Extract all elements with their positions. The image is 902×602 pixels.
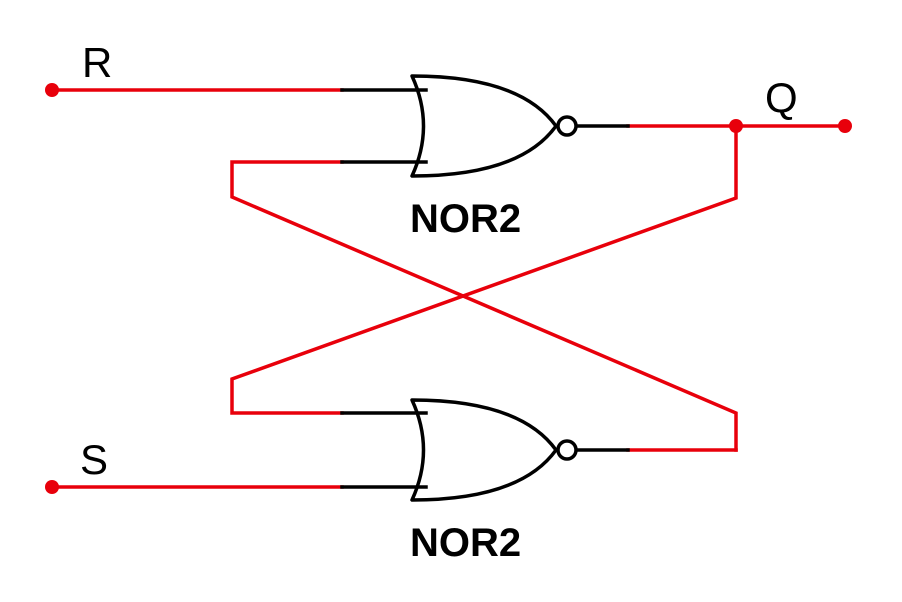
gate-top-inversion-bubble bbox=[556, 115, 578, 137]
terminal-s-label: S bbox=[80, 436, 108, 483]
nor-gate-top[interactable] bbox=[340, 74, 630, 178]
terminal-q-dot[interactable] bbox=[838, 119, 852, 133]
gate-bottom-inversion-bubble bbox=[556, 439, 578, 461]
terminal-r-label: R bbox=[82, 39, 112, 86]
gate-bottom-body bbox=[410, 398, 558, 502]
terminal-s-dot[interactable] bbox=[45, 480, 59, 494]
terminal-q-label: Q bbox=[765, 74, 798, 121]
junction-q-dot bbox=[729, 119, 743, 133]
wire-feedback-to-top-gate bbox=[230, 160, 738, 452]
terminal-r-dot[interactable] bbox=[45, 83, 59, 97]
gate-top-label: NOR2 bbox=[410, 197, 521, 241]
nor-gate-bottom[interactable] bbox=[340, 398, 630, 502]
wire-feedback-to-bottom-gate bbox=[230, 124, 738, 415]
gate-top-body bbox=[410, 74, 558, 178]
wires bbox=[50, 88, 845, 489]
gate-bottom-label: NOR2 bbox=[410, 521, 521, 565]
